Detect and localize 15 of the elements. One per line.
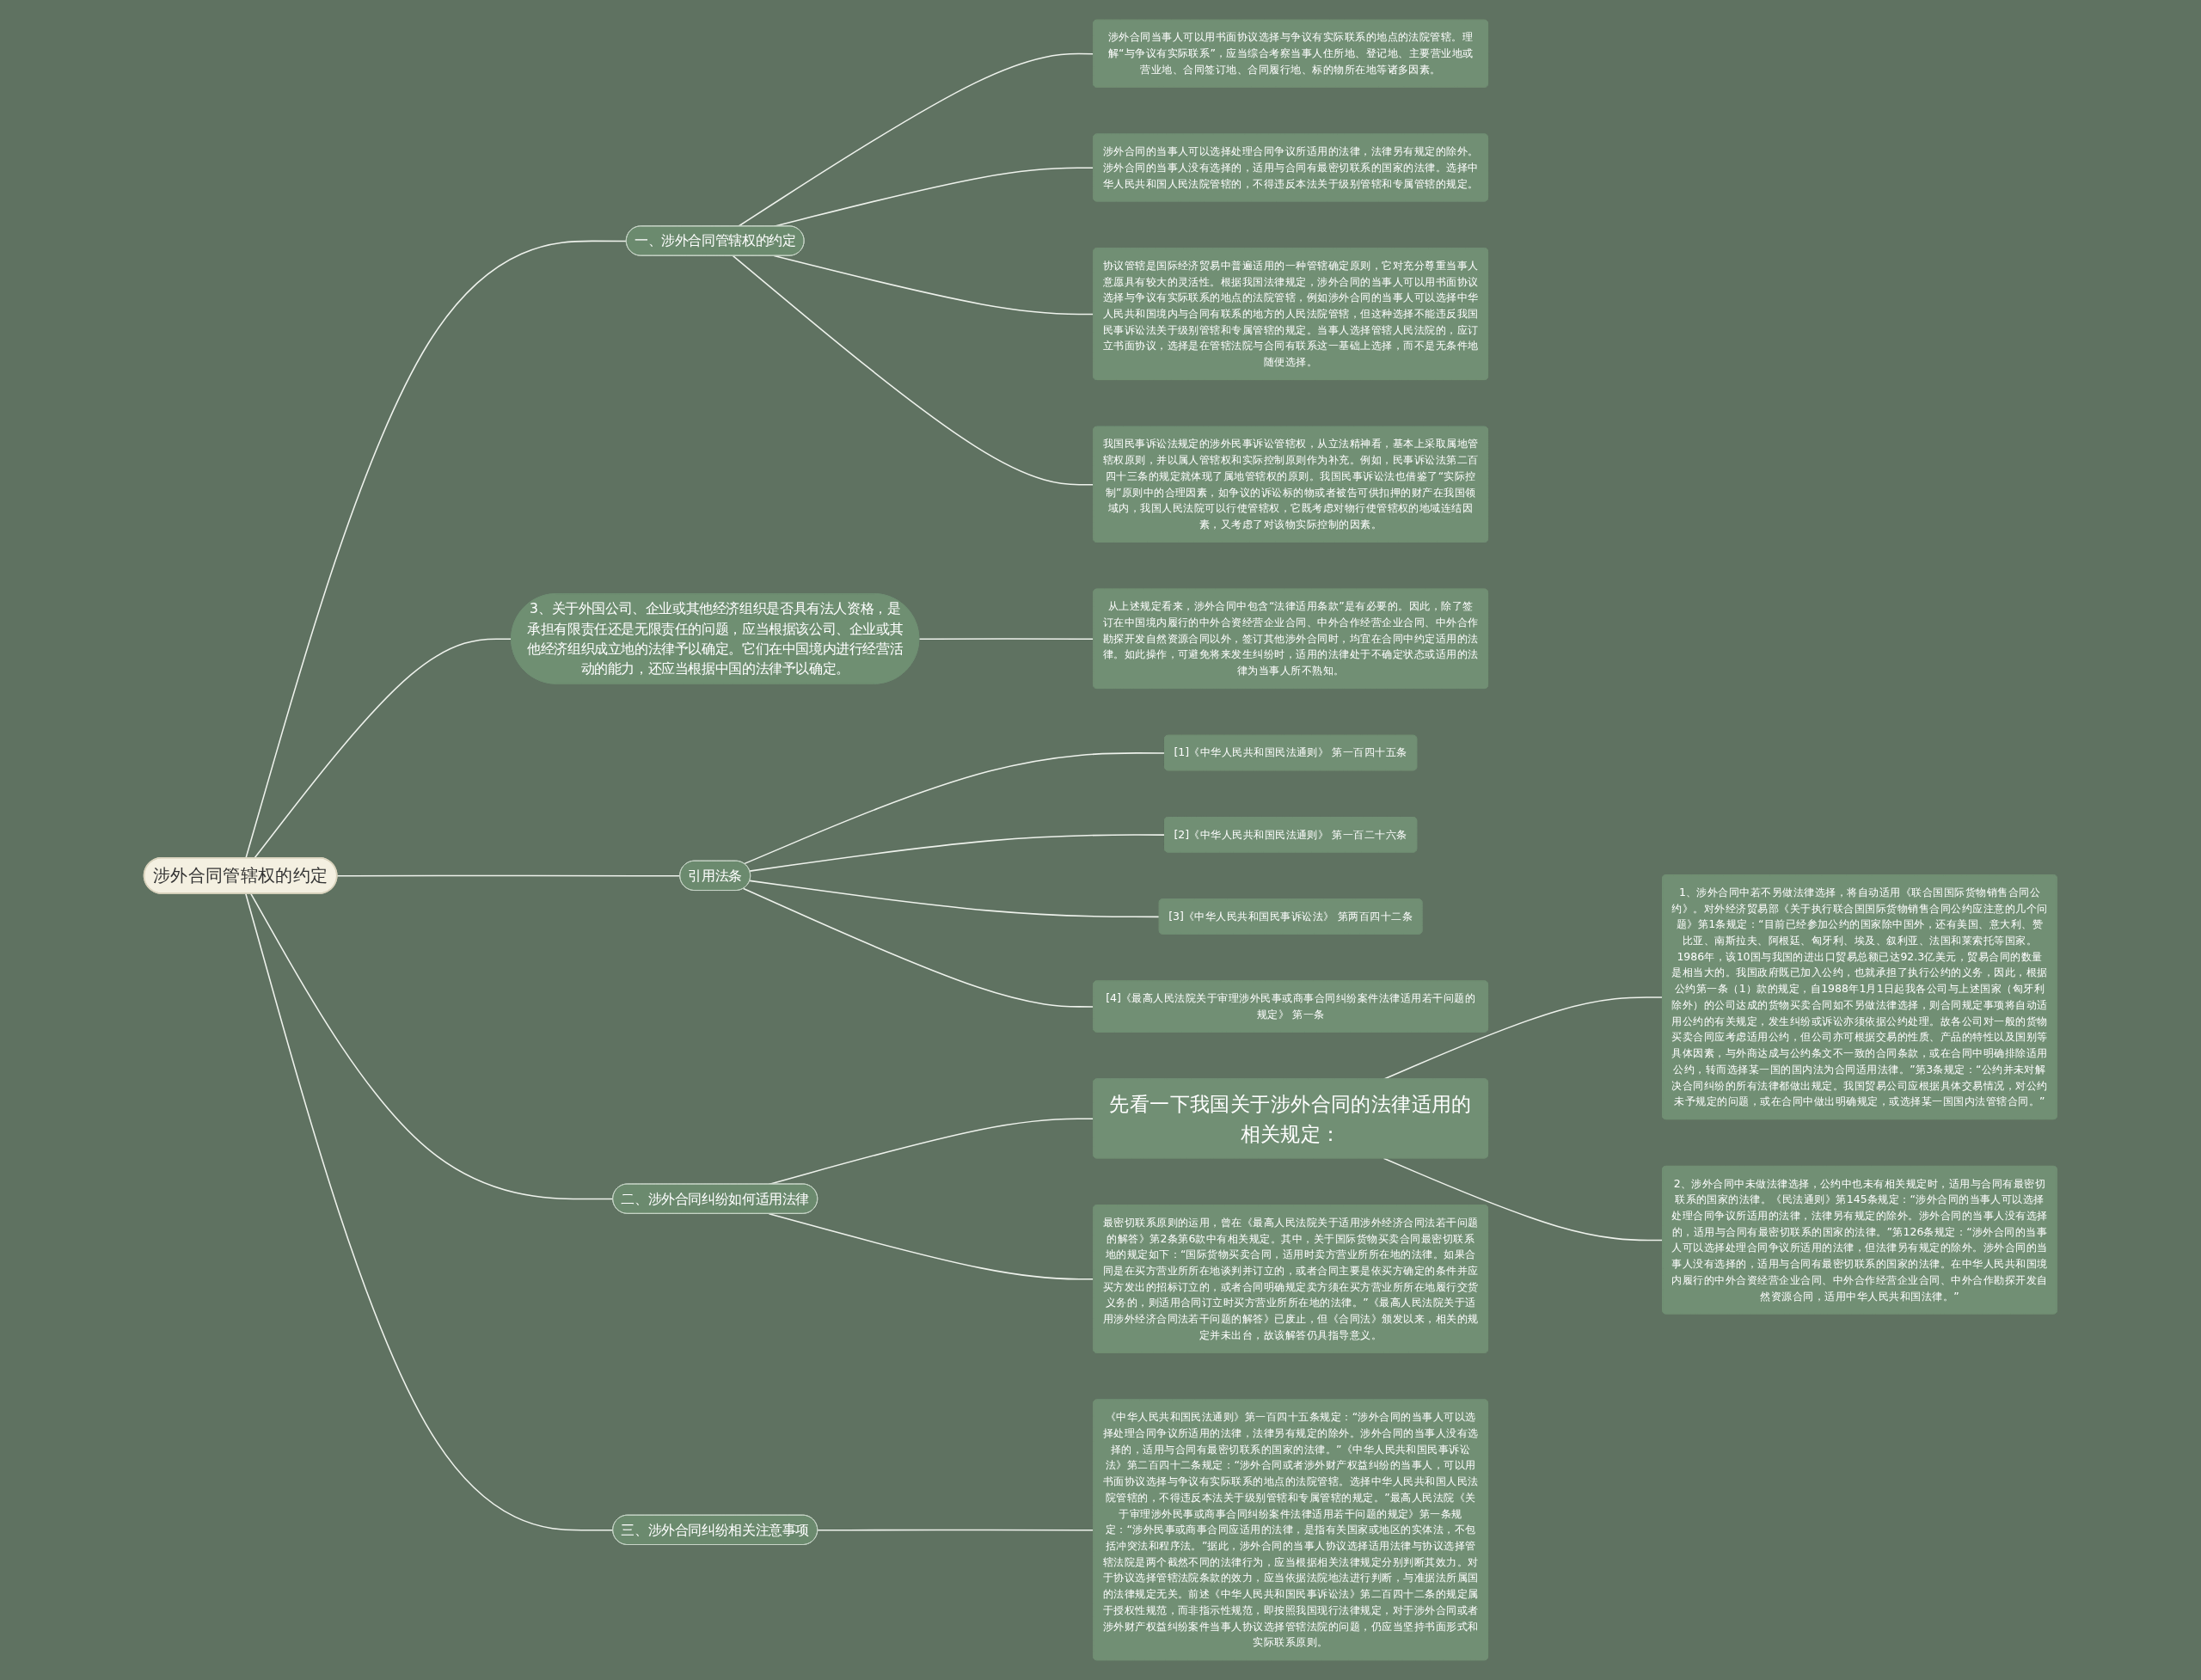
connector	[732, 254, 1094, 486]
connector	[749, 880, 1161, 918]
connector	[738, 52, 1094, 227]
connector	[250, 892, 614, 1200]
connector	[336, 874, 681, 877]
connector	[245, 240, 628, 859]
connector	[245, 892, 614, 1531]
connector	[254, 638, 512, 859]
connector	[1383, 1157, 1664, 1242]
connector	[918, 638, 1094, 640]
connector	[768, 1212, 1094, 1280]
connector	[749, 834, 1166, 872]
connector	[743, 887, 1094, 1008]
connector	[817, 1529, 1094, 1531]
connector	[743, 752, 1166, 865]
